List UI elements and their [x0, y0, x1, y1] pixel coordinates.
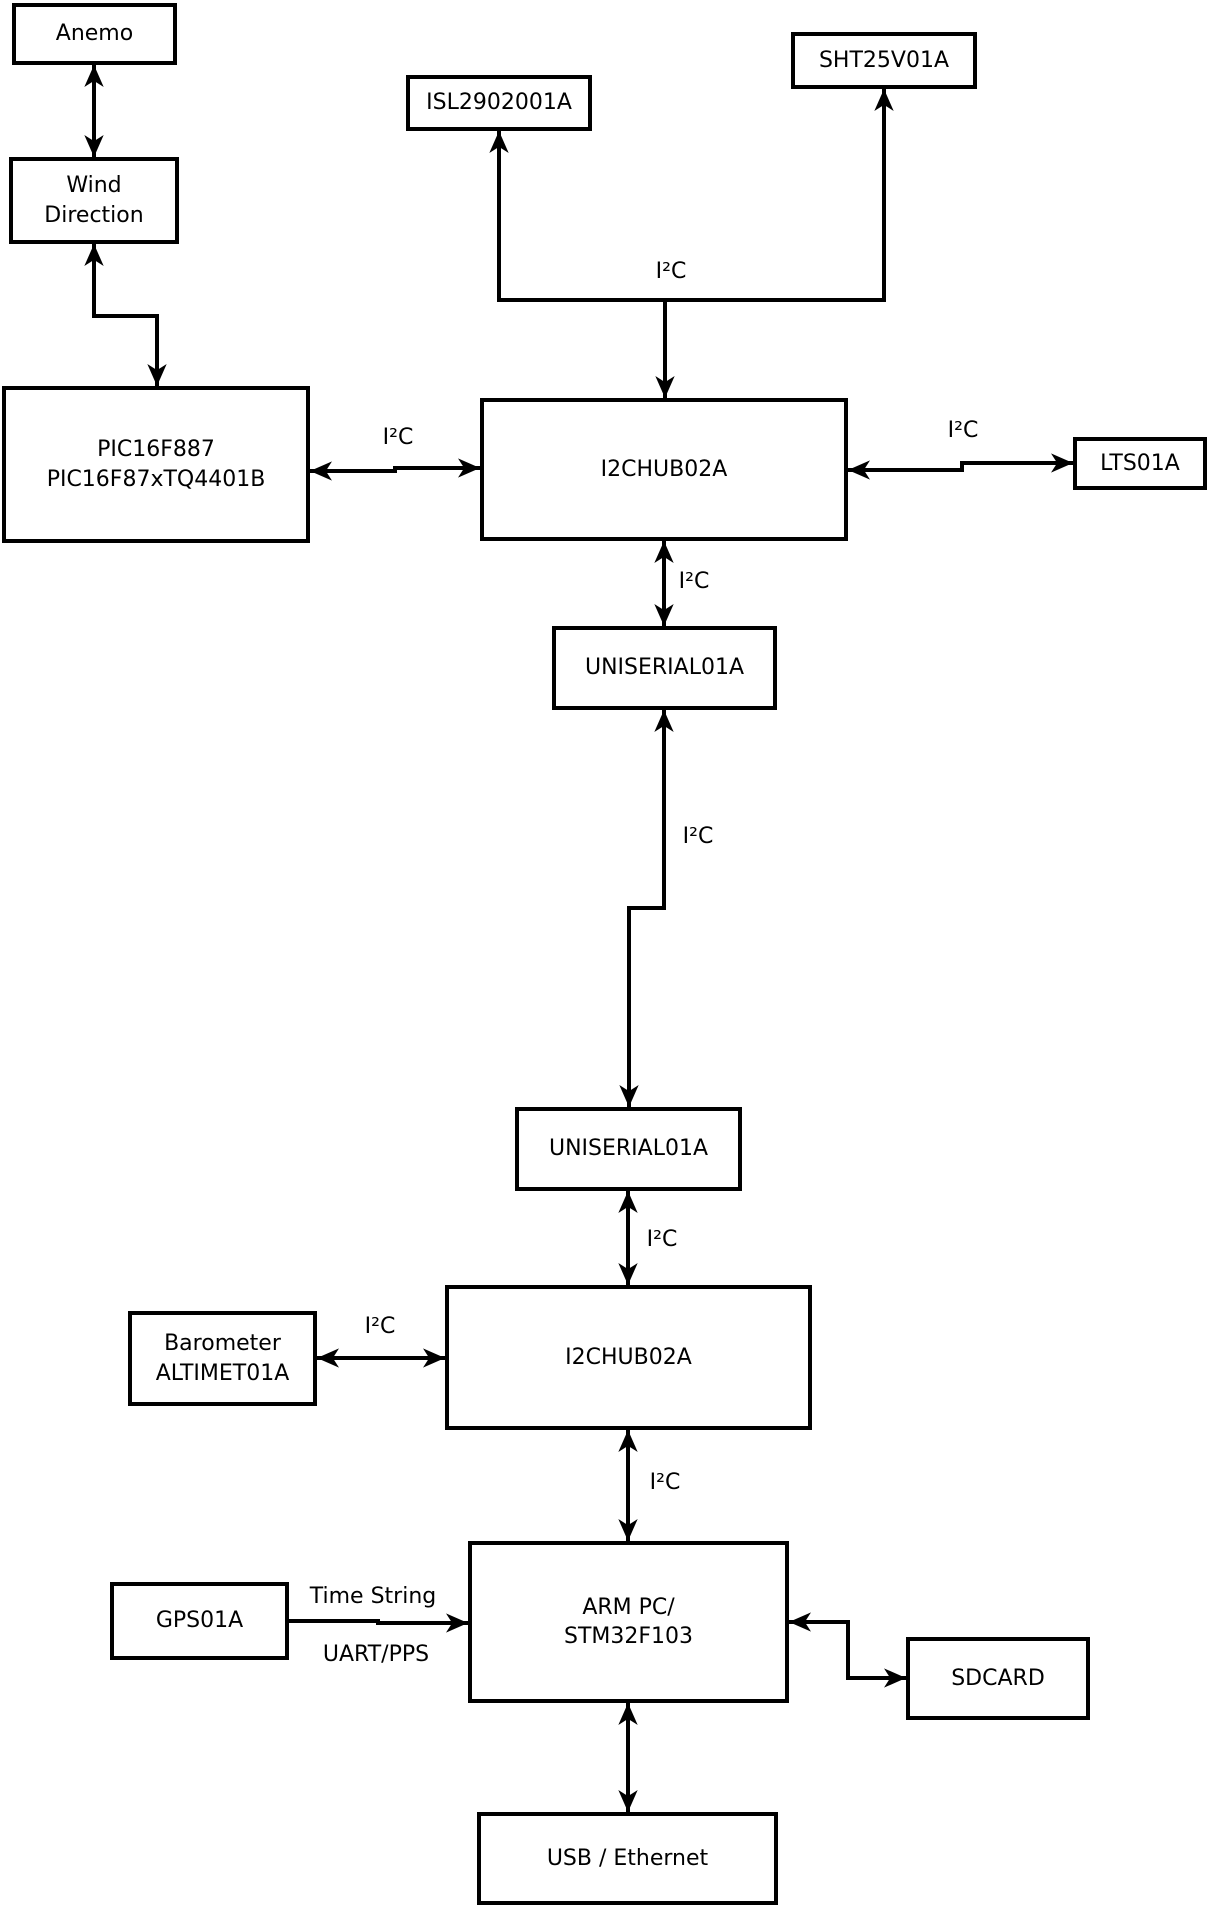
node-i2chub02a-upper-label: I2CHUB02A: [600, 456, 728, 482]
node-sht25v01a-label: SHT25V01A: [818, 47, 950, 73]
node-usb-ethernet-label: USB / Ethernet: [546, 1845, 709, 1871]
node-i2chub02a-lower: I2CHUB02A: [445, 1285, 812, 1430]
node-i2chub02a-lower-label: I2CHUB02A: [565, 1344, 692, 1370]
node-pic16f887: PIC16F887 PIC16F87xTQ4401B: [2, 386, 310, 543]
node-lts01a-label: LTS01A: [1100, 450, 1180, 476]
node-sdcard: SDCARD: [906, 1637, 1090, 1720]
node-usb-ethernet: USB / Ethernet: [477, 1812, 778, 1905]
node-sdcard-label: SDCARD: [951, 1665, 1045, 1691]
node-isl2902001a: ISL2902001A: [406, 75, 592, 131]
edge-label-i2c-hub2-arm: I²C: [649, 1470, 681, 1495]
node-wind-direction-label: Wind Direction: [44, 173, 144, 228]
edge-pic-hub1: [310, 458, 480, 481]
node-uniserial01a-upper-label: UNISERIAL01A: [584, 655, 745, 681]
node-arm-pc-stm32f103: ARM PC/ STM32F103: [468, 1541, 789, 1703]
edge-hub1-lts: [848, 453, 1073, 480]
node-lts01a: LTS01A: [1073, 437, 1207, 490]
node-uniserial01a-lower: UNISERIAL01A: [515, 1107, 742, 1191]
node-gps01a-label: GPS01A: [155, 1608, 244, 1634]
edge-label-time-string: Time String: [309, 1584, 437, 1609]
edge-label-i2c-uniserial1-uniserial2: I²C: [682, 824, 714, 849]
node-uniserial01a-upper: UNISERIAL01A: [552, 626, 777, 710]
edge-label-i2c-barometer-hub2: I²C: [364, 1314, 396, 1339]
edge-label-i2c-uniserial2-hub2: I²C: [646, 1227, 678, 1252]
node-pic16f887-label: PIC16F887 PIC16F87xTQ4401B: [46, 437, 266, 492]
node-anemometer: Anemo: [12, 3, 177, 65]
edge-label-i2c-hub1-uniserial1: I²C: [678, 569, 710, 594]
node-uniserial01a-lower-label: UNISERIAL01A: [548, 1136, 709, 1162]
edge-isl-sht-bus: [489, 89, 894, 302]
edge-armpc-sdcard: [789, 1612, 906, 1688]
edge-label-i2c-sensor-bus: I²C: [655, 259, 687, 284]
edge-winddirection-pic: [84, 244, 167, 386]
node-anemometer-label: Anemo: [55, 21, 134, 47]
node-gps01a: GPS01A: [110, 1582, 289, 1660]
edge-uniserial1-uniserial2: [619, 710, 674, 1107]
node-isl2902001a-label: ISL2902001A: [426, 90, 572, 116]
node-sht25v01a: SHT25V01A: [791, 32, 977, 89]
node-barometer-altimet01a: Barometer ALTIMET01A: [128, 1311, 317, 1406]
edge-label-uart-pps: UART/PPS: [322, 1642, 430, 1667]
node-barometer-altimet01a-label: Barometer ALTIMET01A: [155, 1331, 290, 1386]
node-arm-pc-stm32f103-label: ARM PC/ STM32F103: [563, 1594, 694, 1649]
edge-gps-armpc: [289, 1613, 468, 1633]
node-wind-direction: Wind Direction: [9, 157, 179, 244]
edge-label-i2c-hub1-lts: I²C: [947, 418, 979, 443]
node-i2chub02a-upper: I2CHUB02A: [480, 398, 848, 541]
edge-label-i2c-pic-hub1: I²C: [382, 425, 414, 450]
